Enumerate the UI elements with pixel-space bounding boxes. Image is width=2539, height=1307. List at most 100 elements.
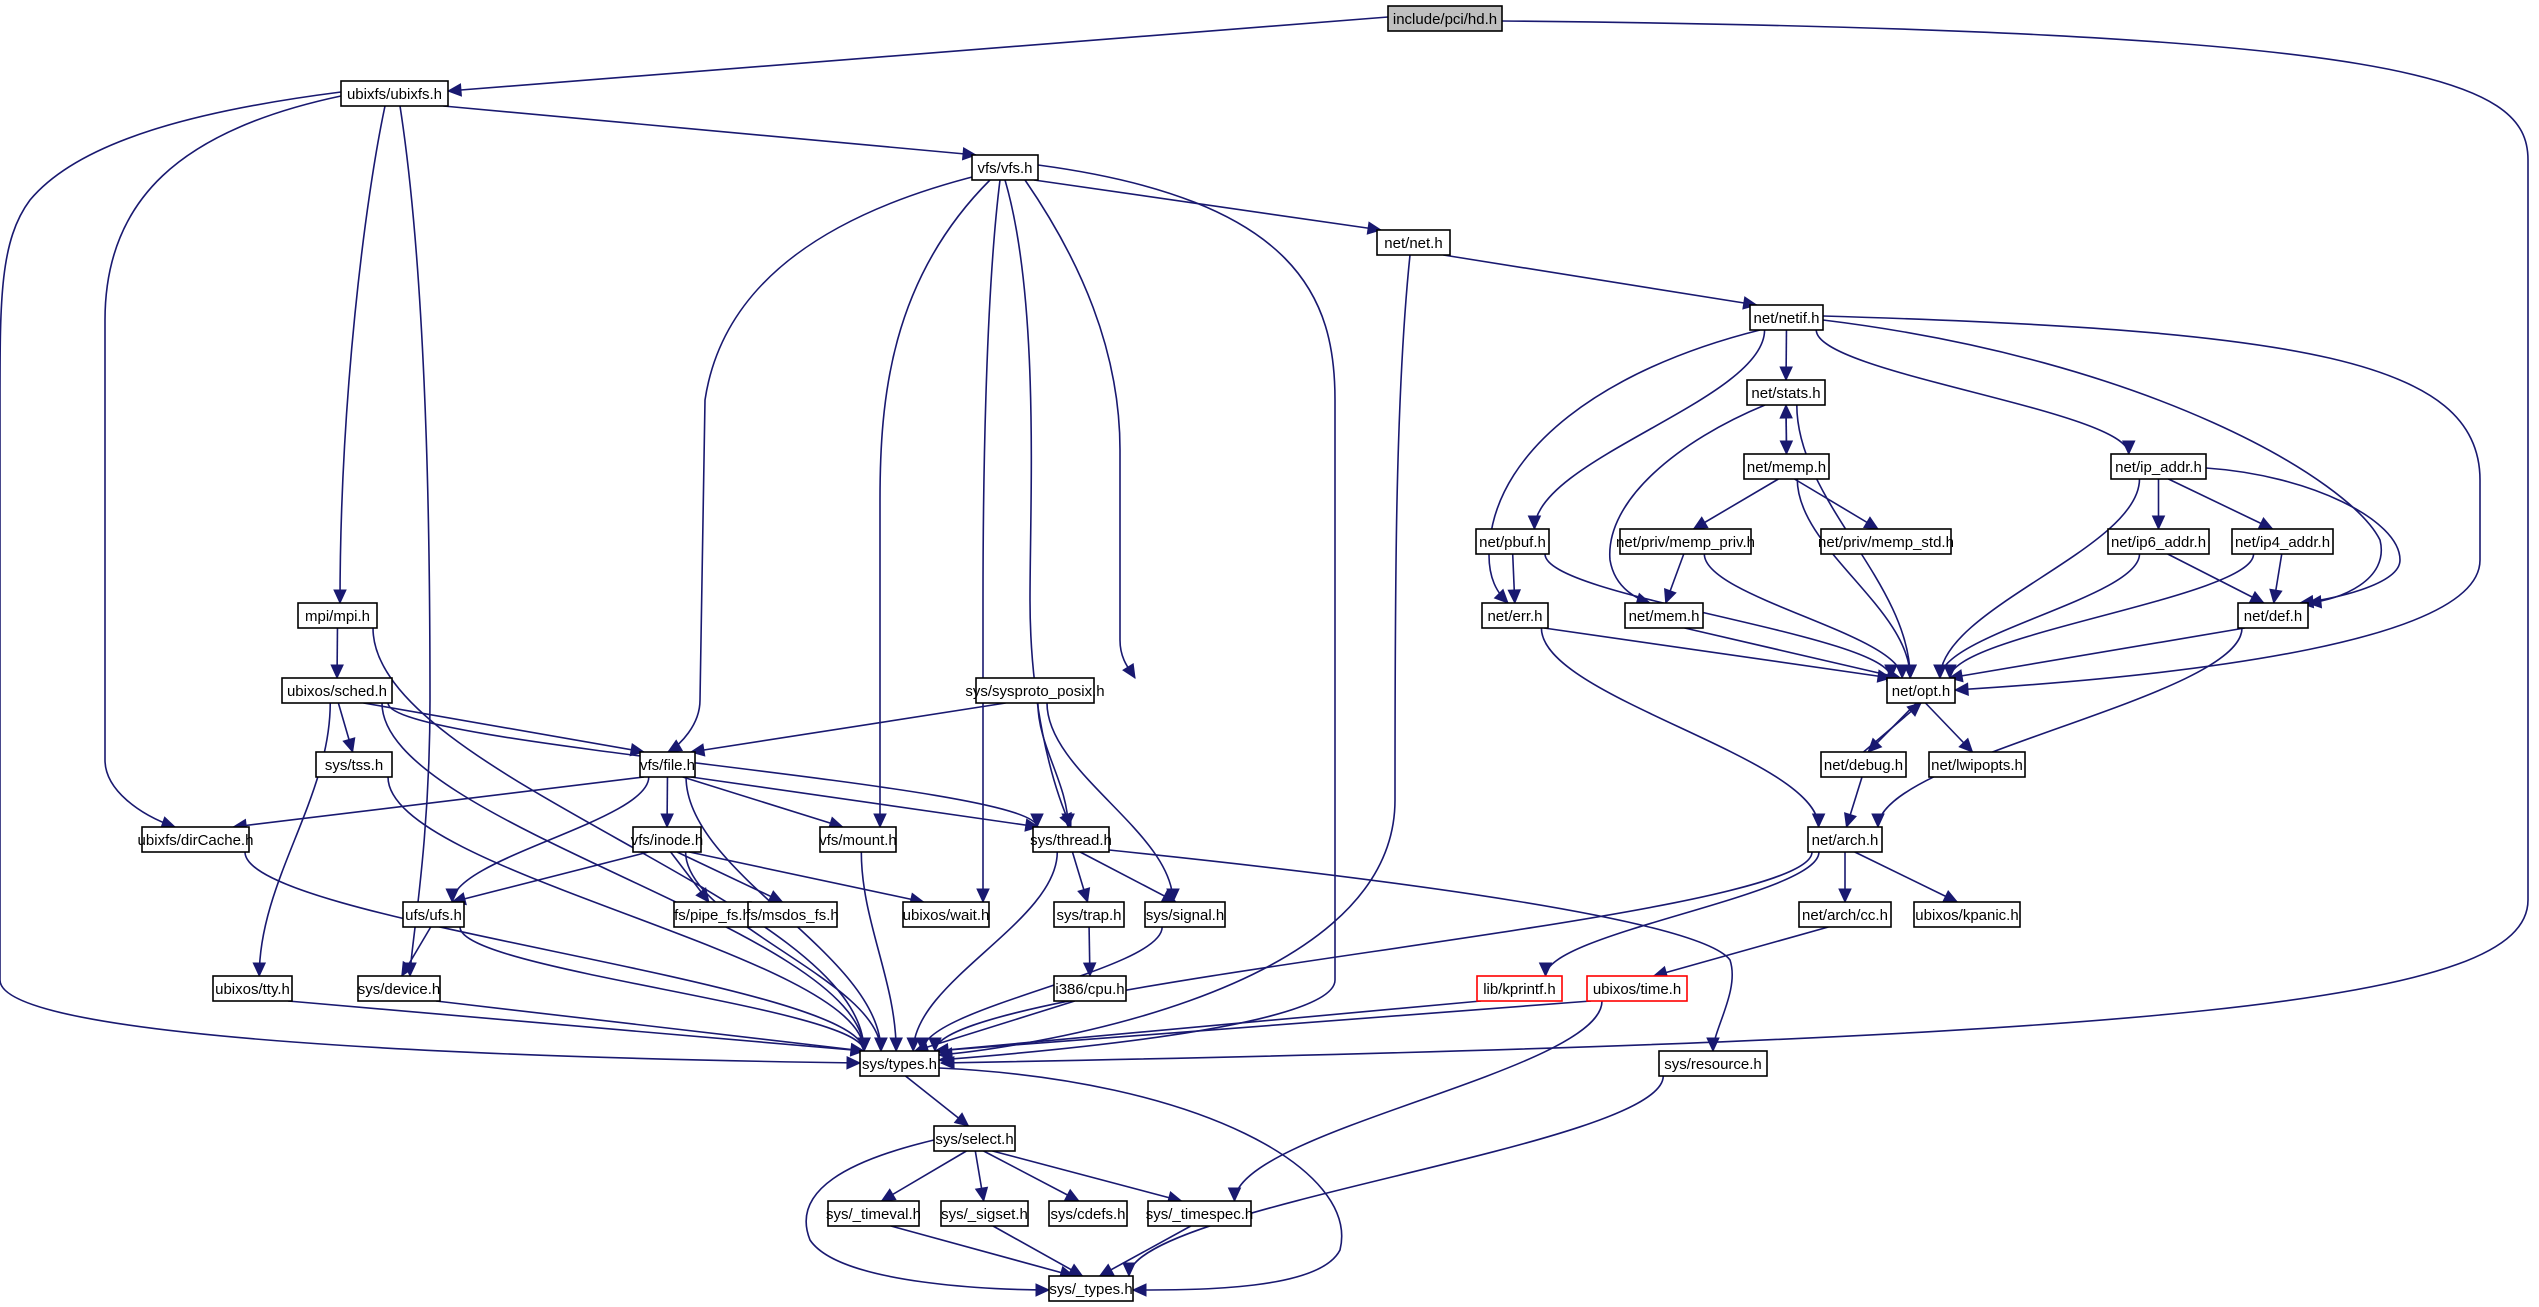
edge-debug-to-arch (1844, 776, 1863, 829)
node-sigset[interactable]: sys/_sigset.h (940, 1200, 1029, 1227)
node-sched[interactable]: ubixos/sched.h (281, 677, 393, 704)
arrowhead-icon (1527, 515, 1542, 531)
node-signal[interactable]: sys/signal.h (1144, 901, 1226, 928)
node-hd[interactable]: include/pci/hd.h (1387, 5, 1503, 32)
edge-line (1128, 1075, 1665, 1277)
edge-line (447, 16, 1389, 92)
edge-netif-to-def (1822, 319, 2383, 609)
node-net[interactable]: net/net.h (1376, 229, 1451, 256)
node-mpi[interactable]: mpi/mpi.h (297, 602, 378, 629)
node-types[interactable]: sys/types.h (859, 1050, 940, 1077)
edge-stats-to-mem (1609, 404, 1766, 606)
edge-vfs-to-wait (976, 179, 1001, 904)
node-pipe-fs[interactable]: fs/pipe_fs.h (673, 901, 752, 928)
node-def[interactable]: net/def.h (2237, 602, 2309, 629)
node-ufs[interactable]: ufs/ufs.h (402, 901, 465, 928)
node-trap[interactable]: sys/trap.h (1053, 901, 1125, 928)
arrowhead-icon (1706, 1037, 1720, 1053)
arrowhead-icon (1943, 664, 1957, 680)
node-tss[interactable]: sys/tss.h (315, 751, 393, 778)
node-stats[interactable]: net/stats.h (1746, 379, 1826, 406)
node-pbuf[interactable]: net/pbuf.h (1475, 528, 1550, 555)
node-timeval[interactable]: sys/_timeval.h (826, 1200, 921, 1227)
node-lwipopts[interactable]: net/lwipopts.h (1928, 751, 2026, 778)
node-inode[interactable]: vfs/inode.h (631, 826, 704, 853)
node-mem[interactable]: net/mem.h (1624, 602, 1704, 629)
node-tty[interactable]: ubixos/tty.h (212, 975, 293, 1002)
node-box (1886, 677, 1956, 704)
node-box (1476, 975, 1563, 1002)
arrowhead-icon (1862, 516, 1880, 530)
edge-timeval-to-_types (890, 1225, 1075, 1279)
node-cc[interactable]: net/arch/cc.h (1798, 901, 1892, 928)
node-resource[interactable]: sys/resource.h (1658, 1050, 1768, 1077)
node-err[interactable]: net/err.h (1481, 602, 1549, 629)
node-ip-addr[interactable]: net/ip_addr.h (2110, 453, 2207, 480)
node-select[interactable]: sys/select.h (933, 1125, 1016, 1152)
node-wait[interactable]: ubixos/wait.h (902, 901, 990, 928)
node-ip4-addr[interactable]: net/ip4_addr.h (2231, 528, 2334, 555)
edge-netif-to-ip_addr (1815, 329, 2136, 456)
edge-line (244, 851, 865, 1052)
edge-line (690, 776, 1039, 828)
edge-pbuf-to-err (1507, 553, 1521, 605)
edge-def-to-arch (1871, 627, 2243, 829)
edge-vfs-to-file (666, 174, 981, 753)
node-kprintf[interactable]: lib/kprintf.h (1476, 975, 1563, 1002)
node-box (1820, 751, 1907, 778)
node--types[interactable]: sys/_types.h (1048, 1275, 1134, 1302)
node-arch[interactable]: net/arch.h (1807, 826, 1883, 853)
edge-thread-to-types (906, 851, 1059, 1053)
edge-sched-to-tty (252, 702, 332, 978)
node-ubixfs[interactable]: ubixfs/ubixfs.h (340, 80, 449, 107)
node-netif[interactable]: net/netif.h (1749, 304, 1824, 331)
arrowhead-icon (889, 1037, 903, 1053)
edge-line (381, 702, 865, 1052)
edge-net-to-netif (1443, 254, 1758, 310)
node-box (2231, 528, 2334, 555)
node-memp[interactable]: net/memp.h (1743, 453, 1830, 480)
node-file[interactable]: vfs/file.h (639, 751, 696, 778)
node-box (315, 751, 393, 778)
edge-ubixfs-to-mpi (333, 105, 386, 605)
edge-line (0, 91, 861, 1064)
edge-line (1544, 851, 1820, 977)
node-memp-priv[interactable]: net/priv/memp_priv.h (1616, 528, 1755, 555)
node-sysproto[interactable]: sys/sysproto_posix.h (965, 677, 1105, 704)
edge-line (914, 1000, 1075, 1052)
node-label: i386/cpu.h (1055, 981, 1124, 998)
edge-line (372, 627, 865, 1052)
node-memp-std[interactable]: net/priv/memp_std.h (1818, 528, 1954, 555)
node-label: net/netif.h (1754, 310, 1820, 327)
edge-sched-to-thread (387, 702, 1044, 829)
arrowhead-icon (857, 1037, 871, 1053)
arrowhead-icon (252, 962, 267, 978)
node-debug[interactable]: net/debug.h (1820, 751, 1907, 778)
node-cdefs[interactable]: sys/cdefs.h (1048, 1200, 1128, 1227)
node-thread[interactable]: sys/thread.h (1030, 826, 1112, 853)
node-dircache[interactable]: ubixfs/dirCache.h (138, 826, 254, 853)
node-timespec[interactable]: sys/_timespec.h (1146, 1200, 1254, 1227)
node-opt[interactable]: net/opt.h (1886, 677, 1956, 704)
edge-line (676, 851, 783, 903)
node-box (1048, 1200, 1128, 1227)
node-time[interactable]: ubixos/time.h (1586, 975, 1688, 1002)
node-label: ubixos/time.h (1593, 981, 1681, 998)
arrowhead-icon (1895, 664, 1909, 680)
node-box (1746, 379, 1826, 406)
node-msdos-fs[interactable]: fs/msdos_fs.h (746, 901, 839, 928)
node-mount[interactable]: vfs/mount.h (819, 826, 897, 853)
node-label: vfs/mount.h (819, 832, 897, 849)
edge-line (1794, 478, 1879, 530)
edge-mpi-to-sched (330, 627, 344, 680)
node-cpu[interactable]: i386/cpu.h (1053, 975, 1127, 1002)
edge-inode-to-pipe_fs (670, 851, 710, 903)
node-ip6-addr[interactable]: net/ip6_addr.h (2107, 528, 2210, 555)
node-device[interactable]: sys/device.h (357, 975, 441, 1002)
node-box (281, 677, 393, 704)
node-label: fs/pipe_fs.h (674, 907, 751, 924)
node-vfs[interactable]: vfs/vfs.h (971, 154, 1039, 181)
edge-ufs-to-types (459, 926, 871, 1053)
arrowhead-icon (1958, 737, 1974, 753)
node-kpanic[interactable]: ubixos/kpanic.h (1913, 901, 2021, 928)
